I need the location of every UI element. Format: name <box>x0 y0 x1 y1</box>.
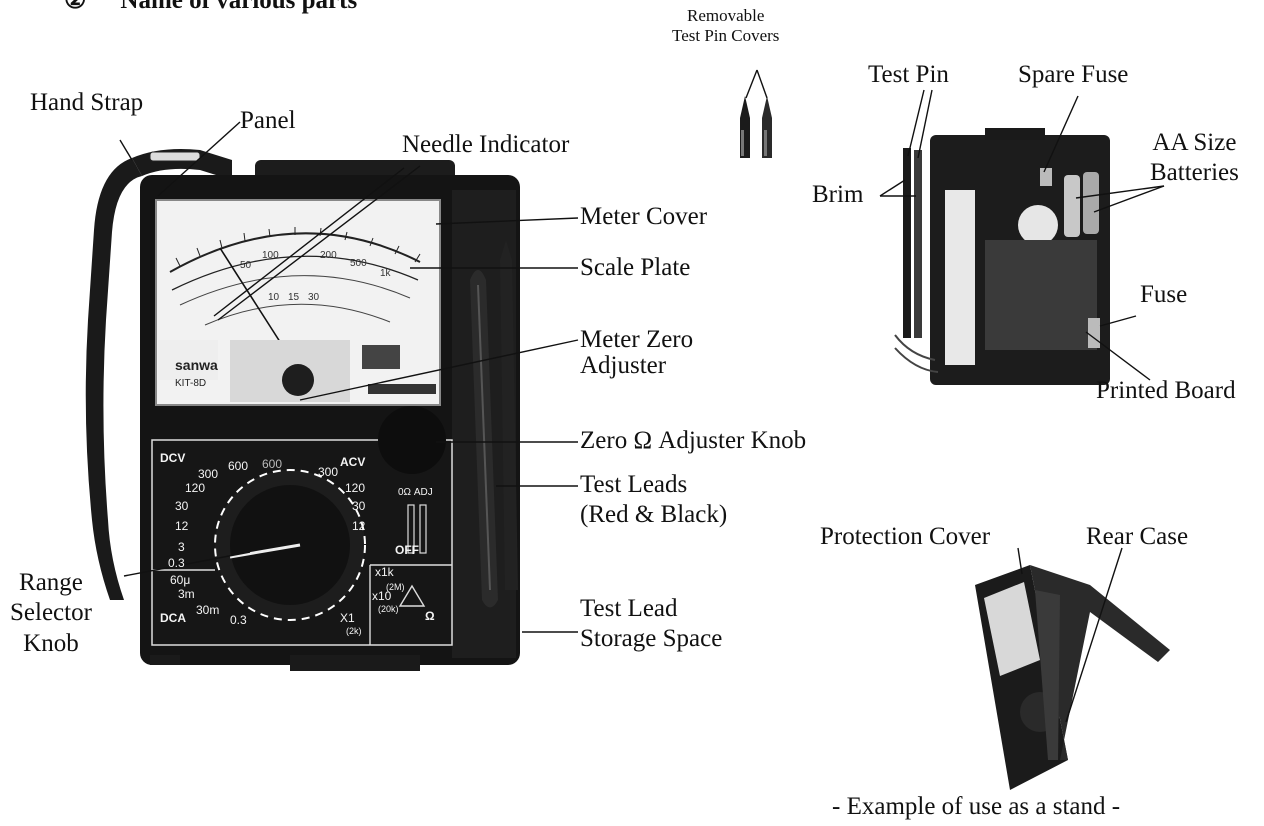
aa-batteries-label: AA Size Batteries <box>1150 130 1239 187</box>
dca-range-3m: 3m <box>178 587 195 601</box>
scale-number-200: 200 <box>320 250 337 261</box>
meter-zero-adjuster-label: Meter Zero Adjuster <box>580 327 693 380</box>
range-selector-line2: Selector <box>10 600 92 626</box>
ohm-range-x1k: x1k <box>375 565 395 579</box>
range-selector-line1: Range <box>10 570 92 596</box>
ohm-range-20k: (20k) <box>378 604 399 614</box>
aa-batteries-line2: Batteries <box>1150 160 1239 186</box>
dcv-range-300: 300 <box>198 467 218 481</box>
hand-strap-label: Hand Strap <box>30 90 143 116</box>
rear-case-label: Rear Case <box>1086 524 1188 550</box>
scale-number-500: 500 <box>350 258 367 269</box>
aa-batteries-line1: AA Size <box>1150 130 1239 156</box>
removable-covers-label: Removable Test Pin Covers <box>672 6 779 45</box>
removable-covers-line2: Test Pin Covers <box>672 26 779 46</box>
meter-zero-line1: Meter Zero <box>580 327 693 353</box>
acv-range-300: 300 <box>318 465 338 479</box>
printed-board-label: Printed Board <box>1096 378 1236 404</box>
ohm-range-x10: x10 <box>372 589 392 603</box>
scale-number-15: 15 <box>288 292 300 303</box>
needle-indicator-label: Needle Indicator <box>402 132 569 158</box>
model-text: KIT-8D <box>175 378 206 389</box>
storage-line1: Test Lead <box>580 596 722 622</box>
test-leads-label: Test Leads (Red & Black) <box>580 472 727 529</box>
meter-zero-line2: Adjuster <box>580 353 693 379</box>
scale-number-1k: 1k <box>380 268 392 279</box>
scale-number-100: 100 <box>262 250 279 261</box>
ohm-range-x1: X1 <box>340 611 355 625</box>
dca-range-0-3: 0.3 <box>230 613 247 627</box>
range-selector-label: Range Selector Knob <box>10 570 92 657</box>
test-pin-label: Test Pin <box>868 62 949 88</box>
test-leads-line1: Test Leads <box>580 472 727 498</box>
acv-range-120: 120 <box>345 481 365 495</box>
dcv-range-3: 3 <box>178 540 185 554</box>
acv-range-12: 12 <box>352 519 366 533</box>
acv-range-600: 600 <box>262 457 282 471</box>
dca-label: DCA <box>160 611 186 625</box>
ohm-range-2k: (2k) <box>346 626 362 636</box>
rear-case-illustration <box>895 128 1110 385</box>
off-label: OFF <box>395 543 419 557</box>
ohm-label: Ω <box>425 609 435 623</box>
stand-illustration <box>975 565 1170 790</box>
storage-line2: Storage Space <box>580 626 722 652</box>
dca-range-30m: 30m <box>196 603 219 617</box>
dcv-label: DCV <box>160 451 185 465</box>
covers-leader-lines <box>746 70 767 98</box>
scale-number-30: 30 <box>308 292 320 303</box>
scale-plate-label: Scale Plate <box>580 255 690 281</box>
dcv-range-12: 12 <box>175 519 189 533</box>
protection-cover-label: Protection Cover <box>820 524 990 550</box>
meter-cover-label: Meter Cover <box>580 204 707 230</box>
dcv-range-0-3: 0.3 <box>168 556 185 570</box>
dcv-range-30: 30 <box>175 499 189 513</box>
acv-range-30: 30 <box>352 499 366 513</box>
scale-number-50: 50 <box>240 260 252 271</box>
adj-label: 0Ω ADJ <box>398 487 433 498</box>
test-pin-covers-illustration <box>740 96 772 158</box>
panel-label: Panel <box>240 108 296 134</box>
zero-ohm-knob-label: Zero Ω Adjuster Knob <box>580 428 806 454</box>
stand-caption: - Example of use as a stand - <box>832 794 1120 820</box>
removable-covers-line1: Removable <box>672 6 779 26</box>
fuse-label: Fuse <box>1140 282 1187 308</box>
dca-range-60u: 60μ <box>170 573 190 587</box>
acv-label: ACV <box>340 455 365 469</box>
range-selector-line3: Knob <box>10 631 92 657</box>
dcv-range-120: 120 <box>185 481 205 495</box>
test-leads-line2: (Red & Black) <box>580 502 727 528</box>
brand-text: sanwa <box>175 357 218 373</box>
brim-label: Brim <box>812 182 863 208</box>
test-lead-storage-label: Test Lead Storage Space <box>580 596 722 653</box>
dcv-range-600: 600 <box>228 459 248 473</box>
spare-fuse-label: Spare Fuse <box>1018 62 1128 88</box>
scale-number-10: 10 <box>268 292 280 303</box>
multimeter-illustration <box>86 149 520 671</box>
